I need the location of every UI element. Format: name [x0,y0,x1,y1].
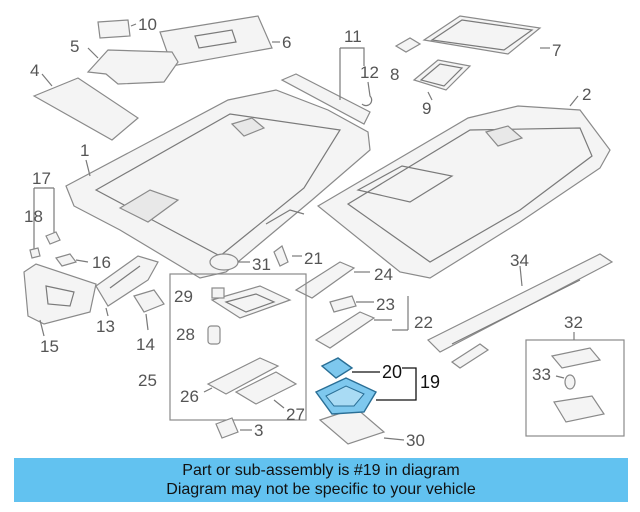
part-6[interactable] [159,15,280,67]
callout-31: 31 [252,255,271,274]
part-5[interactable] [86,47,179,85]
callout-24: 24 [374,265,393,284]
part-31[interactable] [209,253,250,271]
callout-34: 34 [510,251,529,270]
part-7[interactable] [422,15,550,55]
part-12[interactable] [361,81,373,107]
callout-27: 27 [286,405,305,424]
part-29[interactable] [211,287,225,299]
callout-22: 22 [414,313,433,332]
callout-29: 29 [174,287,193,306]
part-3[interactable] [215,417,252,439]
part-23[interactable] [329,295,374,313]
callout-3: 3 [254,421,263,440]
part-13[interactable] [95,255,159,317]
part-15[interactable] [23,263,97,337]
callout-23: 23 [376,295,395,314]
callout-20: 20 [382,362,402,382]
part-9[interactable] [412,59,472,101]
part-14[interactable] [133,289,165,331]
callout-1: 1 [80,141,89,160]
callout-14: 14 [136,335,155,354]
part-20-highlighted[interactable] [320,357,380,379]
part-32[interactable] [525,332,625,437]
callout-13: 13 [96,317,115,336]
part-22[interactable] [314,296,409,349]
callout-18: 18 [24,207,43,226]
callout-25: 25 [138,371,157,390]
part-8[interactable] [394,37,422,53]
part-16[interactable] [54,253,89,267]
part-4[interactable] [32,73,139,141]
part-17[interactable] [33,187,61,252]
callout-11: 11 [344,27,362,46]
callout-5: 5 [70,37,79,56]
callout-21: 21 [304,249,323,268]
part-26[interactable] [203,357,280,395]
callout-32: 32 [564,313,583,332]
part-34[interactable] [426,253,614,369]
banner-line-1: Part or sub-assembly is #19 in diagram [182,462,460,479]
callout-10: 10 [138,15,157,34]
callout-16: 16 [92,253,111,272]
callout-12: 12 [360,63,379,82]
part-2[interactable] [316,95,611,279]
banner-line-2: Diagram may not be specific to your vehi… [166,481,476,498]
parts-diagram: 1 2 3 4 5 6 7 8 9 10 11 12 13 14 15 16 1… [23,15,625,450]
callout-9: 9 [422,99,431,118]
part-18[interactable] [29,247,41,259]
callout-19: 19 [420,372,440,392]
part-11[interactable] [280,47,371,125]
part-25[interactable] [169,273,307,421]
callout-2: 2 [582,85,591,104]
callout-7: 7 [552,41,561,60]
callout-17: 17 [32,169,51,188]
callout-6: 6 [282,33,291,52]
callout-30: 30 [406,431,425,450]
callout-28: 28 [176,325,195,344]
callout-26: 26 [180,387,199,406]
info-banner: Part or sub-assembly is #19 in diagram D… [14,458,628,502]
part-10[interactable] [97,19,137,39]
part-1[interactable] [65,89,371,279]
part-19-highlighted[interactable] [314,367,417,415]
part-24[interactable] [294,261,370,299]
callout-labels: 1 2 3 4 5 6 7 8 9 10 11 12 13 14 15 16 1… [24,15,591,450]
part-21[interactable] [265,209,305,267]
callout-8: 8 [390,65,399,84]
part-28[interactable] [207,325,221,345]
callout-4: 4 [30,61,39,80]
part-27[interactable] [234,371,298,409]
part-33[interactable] [555,374,576,390]
callout-15: 15 [40,337,59,356]
callout-33: 33 [532,365,551,384]
